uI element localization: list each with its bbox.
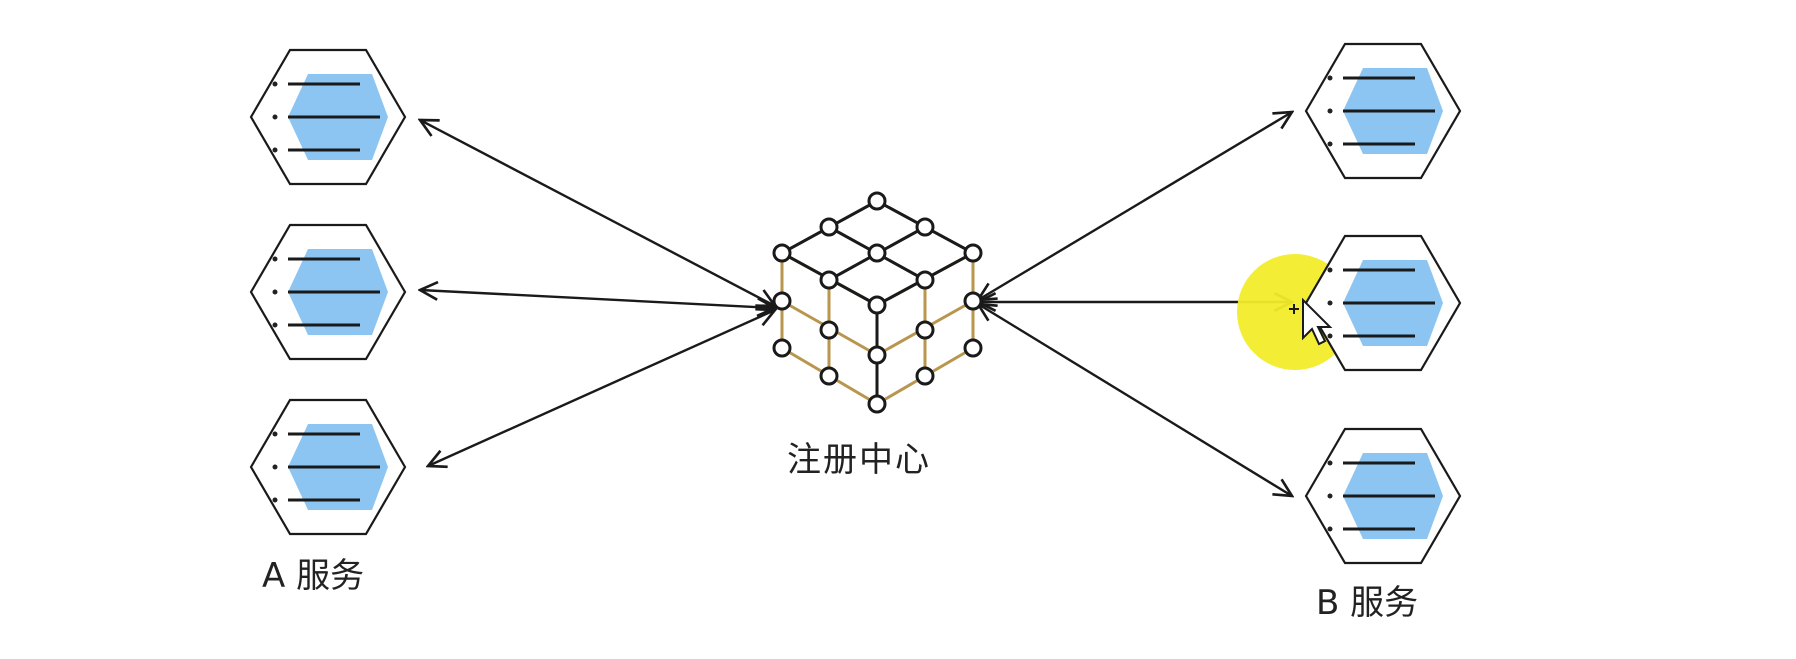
- registry-label: 注册中心: [787, 440, 931, 480]
- service-b-1-icon: [1304, 42, 1462, 180]
- arrow-a3: [428, 310, 775, 466]
- service-a-group-label: A 服务: [262, 556, 365, 596]
- arrow-a2: [420, 290, 775, 308]
- connection-arrows: [420, 112, 1292, 496]
- registry-cube-icon: [772, 191, 983, 414]
- service-b-group-label: B 服务: [1316, 583, 1419, 623]
- arrow-b1: [978, 112, 1292, 300]
- service-b-3-icon: [1304, 427, 1462, 565]
- arrow-b3: [978, 304, 1292, 496]
- service-a-2-icon: [249, 223, 407, 361]
- arrow-a1: [420, 120, 775, 306]
- service-a-3-icon: [249, 398, 407, 536]
- service-a-1-icon: [249, 48, 407, 186]
- mouse-pointer-icon: [1289, 297, 1333, 346]
